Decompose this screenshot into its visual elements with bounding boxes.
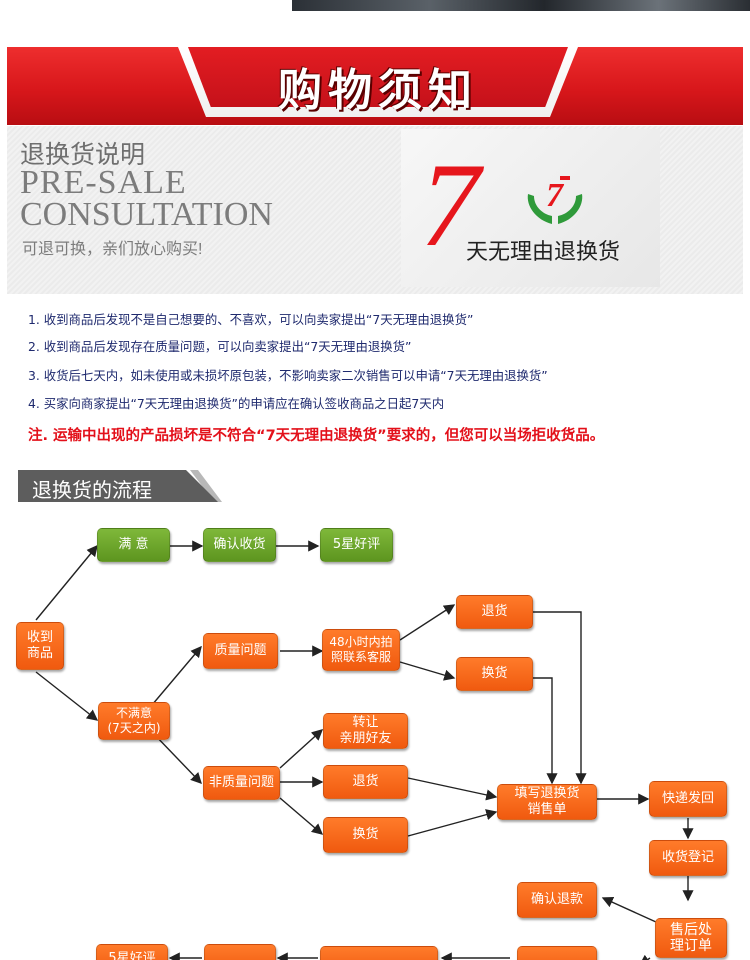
rule-item: 4. 买家向商家提出“7天无理由退换货”的申请应在确认签收商品之日起7天内 — [28, 396, 445, 411]
flow-node-exchange-goods-2: 换货 — [323, 817, 408, 853]
flow-node-bottom-b — [320, 946, 438, 960]
flow-node-unsatisfied: 不满意 (7天之内) — [98, 702, 170, 740]
hands-holding-7-logo-icon: 7 — [527, 176, 583, 224]
presale-heading: PRE-SALE — [20, 164, 187, 201]
rule-item: 1. 收到商品后发现不是自己想要的、不喜欢，可以向卖家提出“7天无理由退换货” — [28, 312, 474, 327]
flow-node-after-sales: 售后处 理订单 — [655, 918, 727, 958]
flow-node-exchange-goods: 换货 — [456, 657, 533, 691]
flow-node-non-quality-issue: 非质量问题 — [203, 766, 280, 800]
flow-node-transfer-friends: 转让 亲朋好友 — [323, 713, 408, 749]
flow-node-receive-goods: 收到 商品 — [16, 622, 64, 670]
transport-damage-note: 注. 运输中出现的产品损坏是不符合“7天无理由退换货”要求的，但您可以当场拒收货… — [28, 428, 605, 444]
flow-node-express-back: 快递发回 — [649, 781, 727, 817]
banner-title: 购物须知 — [278, 65, 478, 116]
flow-node-fill-return-form: 填写退换货 销售单 — [497, 784, 597, 820]
promo-text: 天无理由退换货 — [466, 240, 621, 265]
flow-node-satisfied: 满 意 — [97, 528, 170, 562]
svg-text:7: 7 — [546, 177, 565, 214]
banner-tab — [188, 47, 568, 107]
flow-node-bottom-c — [517, 946, 597, 960]
return-policy-subtitle: 可退可换，亲们放心购买! — [22, 241, 203, 258]
flow-node-bottom-a — [204, 944, 276, 960]
flow-node-confirm-refund: 确认退款 — [517, 882, 597, 918]
rule-item: 3. 收货后七天内，如未使用或未损坏原包装，不影响卖家二次销售可以申请“7天无理… — [28, 368, 548, 383]
flow-node-return-goods: 退货 — [456, 595, 533, 629]
top-product-photo-strip — [292, 0, 750, 11]
return-policy-title: 退换货说明 — [20, 141, 146, 169]
flow-node-confirm-receipt: 确认收货 — [203, 528, 276, 562]
flow-header — [18, 470, 218, 502]
flow-node-receipt-register: 收货登记 — [649, 840, 727, 876]
flow-node-quality-issue: 质量问题 — [203, 633, 278, 669]
flow-node-five-star-review-2: 5星好评 — [96, 944, 168, 960]
consultation-heading: CONSULTATION — [20, 196, 273, 233]
flow-node-five-star-review: 5星好评 — [320, 528, 393, 562]
rule-item: 2. 收到商品后发现存在质量问题，可以向卖家提出“7天无理由退换货” — [28, 339, 412, 354]
flow-node-return-goods-2: 退货 — [323, 765, 408, 799]
seven-day-return-promo — [401, 129, 660, 287]
flow-title: 退换货的流程 — [32, 478, 152, 502]
flow-node-contact-48h: 48小时内拍 照联系客服 — [322, 629, 400, 671]
promo-big-number: 7 — [420, 138, 480, 271]
